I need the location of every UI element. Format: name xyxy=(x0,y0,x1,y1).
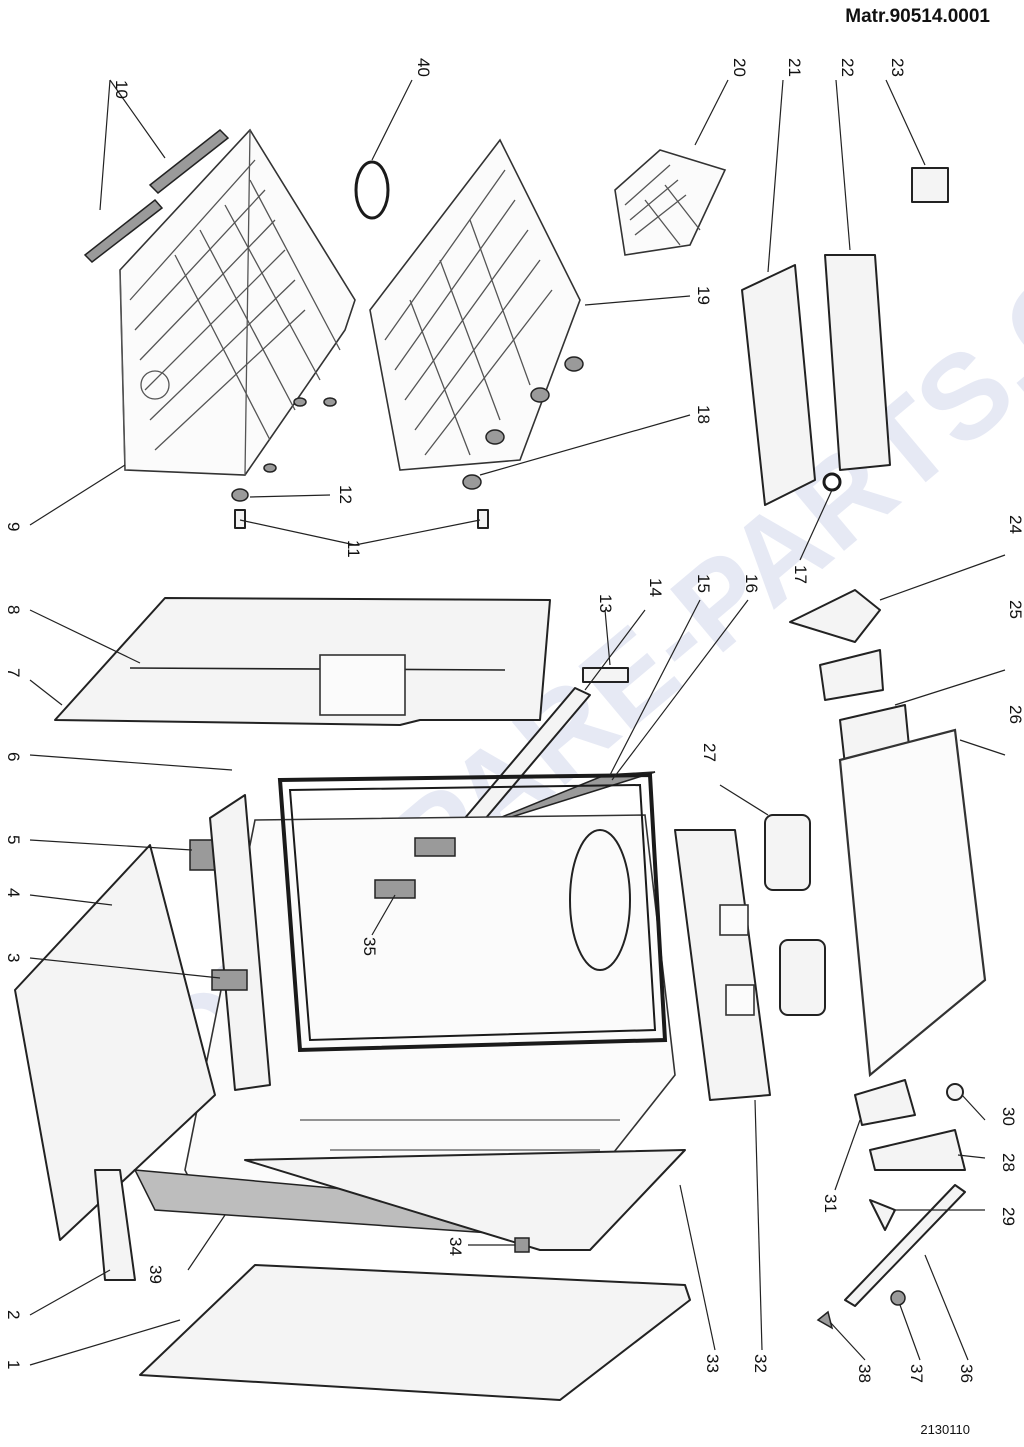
bracket-28 xyxy=(869,1129,966,1171)
callout-8: 8 xyxy=(4,605,23,614)
clip-38 xyxy=(816,1310,834,1330)
upper-basket xyxy=(119,128,356,476)
spray-seal-ring xyxy=(354,160,390,220)
callout-18: 18 xyxy=(694,405,713,424)
callout-32: 32 xyxy=(751,1354,770,1373)
callout-6: 6 xyxy=(4,752,23,761)
leader-lines xyxy=(29,79,1006,1366)
callout-22: 22 xyxy=(838,58,857,77)
part-13 xyxy=(582,667,629,683)
rail-6 xyxy=(209,794,271,1091)
callout-21: 21 xyxy=(785,58,804,77)
callout-11: 11 xyxy=(344,540,363,558)
callout-16: 16 xyxy=(742,574,761,593)
callout-26: 26 xyxy=(1006,705,1024,724)
hinge-31 xyxy=(854,1079,916,1126)
basket-wheel xyxy=(231,488,249,502)
callout-36: 36 xyxy=(957,1364,976,1383)
callout-19: 19 xyxy=(694,286,713,305)
hinge-3 xyxy=(211,969,248,991)
callout-12: 12 xyxy=(336,485,355,504)
screw-30 xyxy=(946,1083,964,1101)
control-panel-32 xyxy=(674,829,771,1101)
cutlery-basket xyxy=(614,149,727,256)
hinge-5 xyxy=(189,839,216,871)
callout-10: 10 xyxy=(112,80,131,99)
callout-14: 14 xyxy=(646,578,665,597)
bracket-25 xyxy=(819,649,884,701)
cover-27-b xyxy=(779,939,826,1016)
callout-15: 15 xyxy=(694,574,713,593)
callout-34: 34 xyxy=(446,1237,465,1256)
door-frame-26 xyxy=(838,728,987,1078)
side-panel-1 xyxy=(139,1264,691,1401)
rod-36 xyxy=(844,1184,966,1307)
callout-39: 39 xyxy=(146,1265,165,1284)
callout-17: 17 xyxy=(791,565,810,584)
wheel-axle-right xyxy=(477,509,489,529)
door-panel-4 xyxy=(14,844,216,1241)
callout-7: 7 xyxy=(4,668,23,677)
material-code: Matr.90514.0001 xyxy=(845,6,990,27)
part-2 xyxy=(94,1169,136,1281)
part-23 xyxy=(911,167,949,203)
callout-29: 29 xyxy=(999,1207,1018,1226)
callout-40: 40 xyxy=(414,58,433,77)
stiffener-plate xyxy=(319,654,406,716)
bracket-24 xyxy=(789,589,881,643)
base-frame-33 xyxy=(244,1149,686,1251)
callout-33: 33 xyxy=(703,1354,722,1373)
wheel-axle-left xyxy=(234,509,246,529)
callout-3: 3 xyxy=(4,953,23,962)
callout-5: 5 xyxy=(4,835,23,844)
callout-37: 37 xyxy=(907,1364,926,1383)
callout-labels: 10 40 20 21 22 23 19 18 12 11 9 8 7 13 1… xyxy=(4,58,1024,1383)
lower-basket xyxy=(369,138,584,490)
callout-25: 25 xyxy=(1006,600,1024,619)
callout-35: 35 xyxy=(360,937,379,956)
side-panel-7 xyxy=(54,597,551,726)
callout-20: 20 xyxy=(730,58,749,77)
cover-27-a xyxy=(764,814,811,891)
callout-28: 28 xyxy=(999,1153,1018,1172)
callout-2: 2 xyxy=(4,1310,23,1319)
callout-23: 23 xyxy=(888,58,907,77)
bracket-panel-22 xyxy=(824,254,891,471)
nut-37 xyxy=(890,1290,906,1306)
callout-27: 27 xyxy=(700,743,719,762)
cup-shelf-clips xyxy=(83,128,230,263)
foot-29 xyxy=(869,1199,896,1231)
drawing-code: 2130110 xyxy=(920,1422,970,1437)
callout-4: 4 xyxy=(4,888,23,897)
callout-30: 30 xyxy=(999,1107,1018,1126)
callout-1: 1 xyxy=(4,1360,23,1369)
callout-9: 9 xyxy=(4,522,23,531)
sump-cover-21 xyxy=(741,264,816,506)
callout-31: 31 xyxy=(821,1194,840,1213)
tub xyxy=(184,772,676,1201)
callout-24: 24 xyxy=(1006,515,1024,534)
callout-13: 13 xyxy=(596,594,615,613)
part-34 xyxy=(514,1237,530,1253)
callout-38: 38 xyxy=(855,1364,874,1383)
